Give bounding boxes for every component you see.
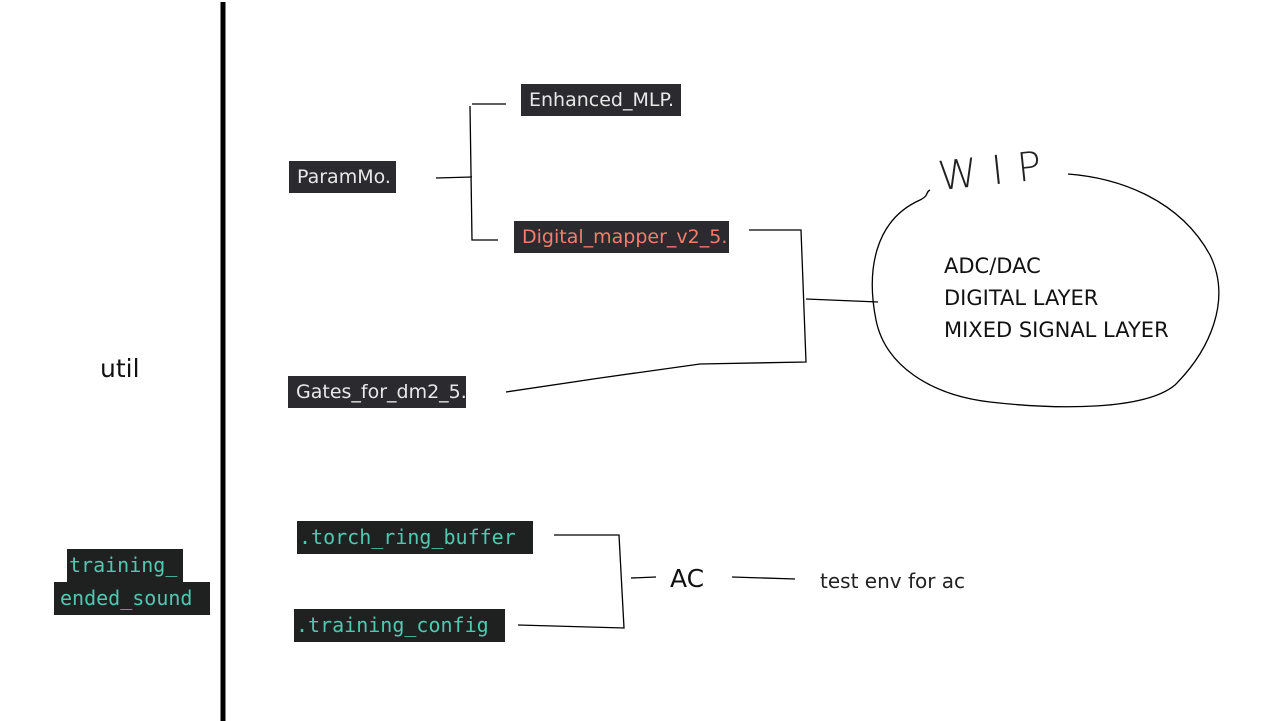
wip-item: ADC/DAC bbox=[944, 254, 1041, 278]
training-ended-sound-line2: ended_sound bbox=[54, 582, 210, 615]
node-parammo: ParamMo. bbox=[289, 161, 396, 193]
node-digital-mapper: Digital_mapper_v2_5. bbox=[514, 221, 729, 253]
node-torch-ring-buffer: .torch_ring_buffer bbox=[297, 521, 533, 554]
util-label: util bbox=[100, 354, 140, 383]
wip-content: ADC/DAC DIGITAL LAYER MIXED SIGNAL LAYER bbox=[944, 250, 1169, 346]
node-enhanced-mlp: Enhanced_MLP. bbox=[521, 84, 681, 116]
node-training-config: .training_config bbox=[294, 609, 505, 642]
wip-item: DIGITAL LAYER bbox=[944, 286, 1099, 310]
mapper-gates-connector bbox=[505, 229, 879, 393]
node-gates: Gates_for_dm2_5. bbox=[288, 376, 467, 408]
training-ended-sound-line1: training_ bbox=[67, 549, 183, 582]
ac-note: test env for ac bbox=[820, 569, 966, 593]
wip-item: MIXED SIGNAL LAYER bbox=[944, 318, 1169, 342]
node-ac: AC bbox=[670, 564, 705, 593]
wip-blob bbox=[871, 173, 1220, 408]
ac-connector bbox=[517, 534, 796, 629]
parammo-connector bbox=[435, 103, 506, 241]
